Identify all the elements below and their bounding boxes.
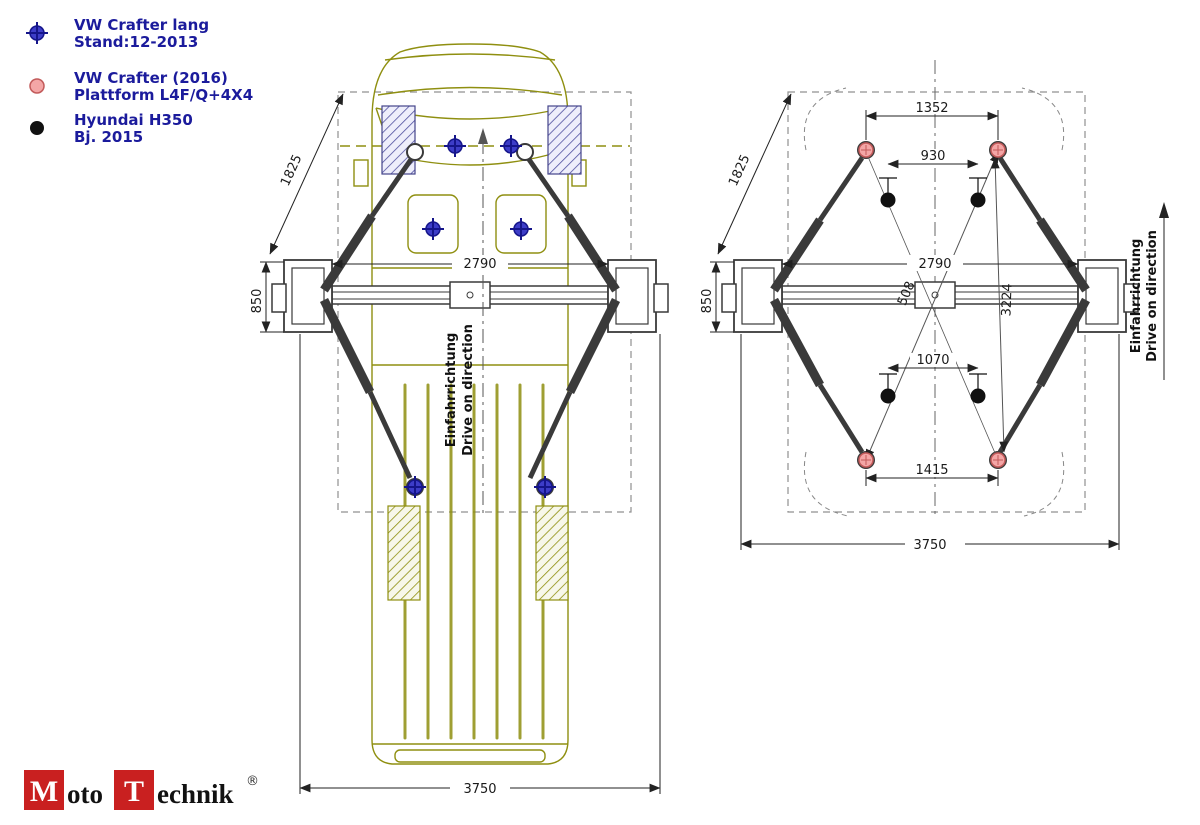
drive-direction-de: Einfahrrichtung [444, 333, 459, 448]
blue-cross-marker-icon [404, 476, 426, 498]
rear-wheels [387, 505, 569, 601]
direction-arrow-icon [478, 128, 488, 144]
logo-box-m [24, 770, 64, 810]
blue-lift-point-markers [404, 135, 556, 498]
black-circle-marker-icon [970, 192, 986, 208]
post-right-drive-unit [653, 283, 669, 313]
dim-post-spacing-right: 2790 [918, 257, 951, 272]
blue-cross-marker-icon [444, 135, 466, 157]
arm-swing-arcs [803, 87, 1065, 517]
dim-rear-pad-outer: 1415 [915, 463, 948, 478]
dim-front-pad-outer: 1352 [915, 101, 948, 116]
drive-direction-en: Drive on direction [1145, 230, 1160, 362]
drive-direction-de: Einfahrrichtung [1129, 239, 1144, 354]
legend-item-2-name: VW Crafter (2016) [74, 69, 228, 87]
right-diagram-lift-layout: 1352 930 2790 508 3224 1070 1415 3750 18… [700, 60, 1169, 553]
legend-item-1-detail: Stand:12-2013 [74, 33, 198, 51]
dim-post-spacing-left: 2790 [463, 257, 496, 272]
dimensions-right-diagram [710, 93, 1120, 552]
post-right-drive-unit [1123, 283, 1139, 313]
post-left-drive-unit [721, 283, 737, 313]
arm-pad [516, 143, 534, 161]
black-pad-markers [879, 177, 987, 404]
black-circle-marker-icon [970, 388, 986, 404]
mototechnik-logo: M oto T echnik ® [24, 770, 259, 810]
mirror-left [353, 159, 369, 187]
seat-right [495, 194, 547, 254]
legend-item-2-detail: Plattform L4F/Q+4X4 [74, 86, 253, 104]
pink-pad-markers [858, 142, 1006, 468]
direction-arrow-icon [1159, 202, 1169, 218]
arm-pad [406, 143, 424, 161]
dim-rear-pad-inner: 1070 [916, 353, 949, 368]
post-left-drive-unit [271, 283, 287, 313]
lift-structure-left-diagram [271, 259, 669, 333]
pink-circle-marker-icon [990, 452, 1006, 468]
dim-overall-width-right: 3750 [913, 538, 946, 553]
dim-post-depth-right: 850 [700, 289, 715, 314]
pink-circle-marker-icon [29, 78, 45, 94]
dim-front-pad-inner: 930 [921, 149, 946, 164]
logo-letter-m: M [30, 775, 58, 808]
blue-cross-marker-icon [422, 218, 444, 240]
black-circle-marker-icon [880, 192, 896, 208]
dimensions-left-diagram [260, 93, 661, 796]
black-circle-marker-icon [880, 388, 896, 404]
blue-cross-marker-icon [534, 476, 556, 498]
logo-box-t [114, 770, 154, 810]
left-diagram-van-view: Einfahrrichtung Drive on direction 2790 … [250, 43, 669, 797]
drive-direction-right: Einfahrrichtung Drive on direction [1129, 202, 1169, 380]
dim-overall-width-left: 3750 [463, 782, 496, 797]
pink-circle-marker-icon [858, 142, 874, 158]
legend-item-3-detail: Bj. 2015 [74, 128, 143, 146]
logo-text-oto: oto [67, 779, 103, 809]
pink-circle-marker-icon [858, 452, 874, 468]
drive-direction-left: Einfahrrichtung Drive on direction [444, 128, 488, 518]
dim-post-depth-left: 850 [250, 289, 265, 314]
blue-cross-marker-icon [26, 22, 48, 44]
front-wheel-pads [381, 105, 582, 175]
pink-circle-marker-icon [990, 142, 1006, 158]
seat-left [407, 194, 459, 254]
blue-cross-marker-icon [500, 135, 522, 157]
dim-pad-length: 3224 [999, 283, 1015, 317]
drive-direction-en: Drive on direction [461, 324, 476, 456]
legend: VW Crafter lang Stand:12-2013 VW Crafter… [26, 16, 253, 146]
logo-letter-t: T [124, 775, 144, 808]
legend-item-1-name: VW Crafter lang [74, 16, 209, 34]
black-circle-marker-icon [30, 121, 44, 135]
registered-trademark-icon: ® [246, 774, 259, 789]
logo-text-echnik: echnik [157, 779, 234, 809]
blue-cross-marker-icon [510, 218, 532, 240]
legend-item-3-name: Hyundai H350 [74, 111, 193, 129]
